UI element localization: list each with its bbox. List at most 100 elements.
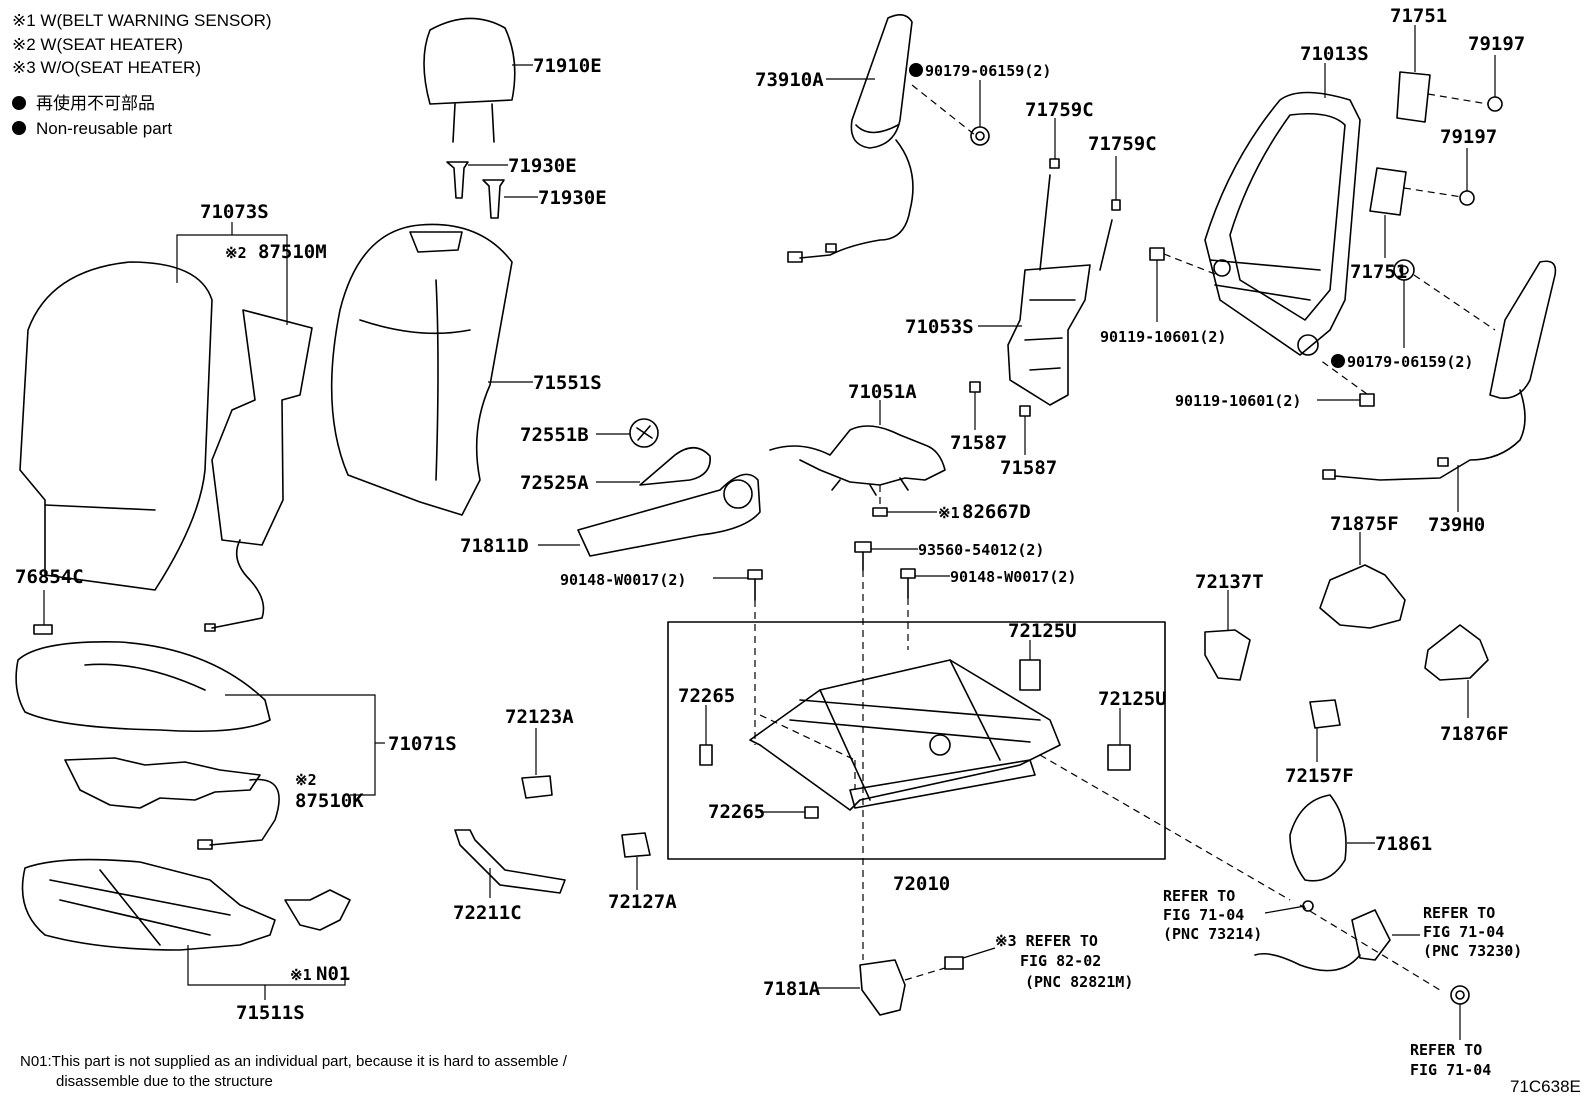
legend-non-reusable-en: Non-reusable part <box>36 119 172 138</box>
label-71551S: 71551S <box>533 372 602 394</box>
bolt-93560-drawing <box>854 541 918 960</box>
bracket-7181A-drawing <box>818 947 996 1016</box>
label-79197-upper: 79197 <box>1468 33 1525 55</box>
non-reusable-dot-icon <box>12 121 26 135</box>
svg-text:(PNC 73214): (PNC 73214) <box>1163 925 1262 943</box>
legend: ※1 W(BELT WARNING SENSOR) ※2 W(SEAT HEAT… <box>12 11 272 138</box>
label-72157F: 72157F <box>1285 765 1354 787</box>
label-71051A: 71051A <box>848 381 917 403</box>
non-reusable-dot-icon <box>1331 354 1345 368</box>
label-90179-lower: 90179-06159(2) <box>1347 353 1473 371</box>
ref-73214: REFER TO FIG 71-04 (PNC 73214) <box>1163 887 1314 943</box>
label-90148-right: 90148-W0017(2) <box>950 568 1076 586</box>
label-72137T: 72137T <box>1195 571 1264 593</box>
svg-text:FIG 82-02: FIG 82-02 <box>1020 952 1101 970</box>
recliner-cover-drawing <box>538 418 761 557</box>
footnote-line-1: N01:This part is not supplied as an indi… <box>20 1053 568 1070</box>
bolt-90148-left-drawing <box>713 569 763 745</box>
nut-90179-lower-drawing <box>1393 259 1496 348</box>
svg-text:REFER TO: REFER TO <box>1423 904 1495 922</box>
label-93560: 93560-54012(2) <box>918 541 1044 559</box>
seatback-frame-drawing <box>1204 63 1361 356</box>
non-reusable-dot-icon <box>909 63 923 77</box>
wire-harness-71051A-drawing <box>769 400 946 517</box>
seat-cushion-pad-drawing <box>21 858 351 1000</box>
seat-heater-back-drawing <box>204 309 313 632</box>
ref-73230: REFER TO FIG 71-04 (PNC 73230) <box>1254 904 1522 972</box>
non-reusable-dot-icon <box>12 96 26 110</box>
bolt-90119-drawing <box>1149 247 1375 407</box>
label-71013S: 71013S <box>1300 43 1369 65</box>
label-72125U-upper: 72125U <box>1008 620 1077 642</box>
label-82667D: 82667D <box>962 501 1031 523</box>
label-71053S: 71053S <box>905 316 974 338</box>
bolt-90148-right-drawing <box>900 568 950 650</box>
legend-non-reusable-jp: 再使用不可部品 <box>36 93 155 113</box>
label-71751-lower: 71751 <box>1350 261 1407 283</box>
label-79197-lower: 79197 <box>1440 126 1497 148</box>
small-parts-center-drawing <box>454 728 651 898</box>
label-76854C: 76854C <box>15 566 84 588</box>
label-87510M-mark: ※2 <box>225 244 247 262</box>
clip-76854C-drawing <box>33 590 53 635</box>
label-90119-lower: 90119-10601(2) <box>1175 392 1301 410</box>
seat-heater-cushion-drawing <box>64 757 280 850</box>
label-72123A: 72123A <box>505 706 574 728</box>
label-71910E: 71910E <box>533 55 602 77</box>
footnote-line-2: disassemble due to the structure <box>56 1073 273 1090</box>
lumbar-support-drawing <box>978 118 1121 406</box>
label-72525A: 72525A <box>520 472 589 494</box>
seatback-pad-drawing <box>330 223 533 516</box>
frame-pad-71751-drawing <box>1369 25 1503 258</box>
seatback-cover-drawing <box>19 222 288 591</box>
svg-text:REFER TO: REFER TO <box>1163 887 1235 905</box>
ref-fig-71-04: REFER TO FIG 71-04 <box>1410 985 1491 1079</box>
side-airbag-739H0-drawing <box>1322 260 1557 512</box>
label-71930E-lower: 71930E <box>538 187 607 209</box>
label-72127A: 72127A <box>608 891 677 913</box>
small-parts-right-drawing <box>1204 532 1489 882</box>
label-N01-mark: ※1 <box>290 966 312 984</box>
label-90148-left: 90148-W0017(2) <box>560 571 686 589</box>
svg-text:FIG 71-04: FIG 71-04 <box>1423 923 1504 941</box>
label-72211C: 72211C <box>453 902 522 924</box>
label-71930E-upper: 71930E <box>508 155 577 177</box>
label-71861: 71861 <box>1375 833 1432 855</box>
label-72265-upper: 72265 <box>678 685 735 707</box>
clip-71587-drawing <box>969 381 1031 455</box>
label-72010: 72010 <box>893 873 950 895</box>
svg-text:(PNC 73230): (PNC 73230) <box>1423 942 1522 960</box>
label-87510M: 87510M <box>258 241 327 263</box>
label-71751-upper: 71751 <box>1390 5 1447 27</box>
legend-note-2: ※2 W(SEAT HEATER) <box>12 35 183 54</box>
label-71071S: 71071S <box>388 733 457 755</box>
label-71587-right: 71587 <box>1000 457 1057 479</box>
label-90119-upper: 90119-10601(2) <box>1100 328 1226 346</box>
label-71875F: 71875F <box>1330 513 1399 535</box>
label-7181A: 7181A <box>763 978 821 1000</box>
headrest-drawing <box>423 17 538 219</box>
svg-text:※3 REFER TO: ※3 REFER TO <box>995 932 1098 950</box>
svg-text:FIG 71-04: FIG 71-04 <box>1410 1061 1491 1079</box>
label-71811D: 71811D <box>460 535 529 557</box>
label-71073S: 71073S <box>200 201 269 223</box>
label-71511S: 71511S <box>236 1002 305 1024</box>
label-71759C-right: 71759C <box>1088 133 1157 155</box>
label-87510K: 87510K <box>295 790 364 812</box>
label-82667D-mark: ※1 <box>938 504 960 522</box>
ref-82821M: ※3 REFER TO FIG 82-02 (PNC 82821M) <box>995 932 1133 991</box>
label-73910A: 73910A <box>755 69 824 91</box>
label-N01: N01 <box>316 963 350 985</box>
label-71759C-left: 71759C <box>1025 99 1094 121</box>
label-72551B: 72551B <box>520 424 589 446</box>
label-739H0: 739H0 <box>1428 514 1485 536</box>
label-90179-upper: 90179-06159(2) <box>925 62 1051 80</box>
label-87510K-mark: ※2 <box>295 771 317 789</box>
svg-text:(PNC 82821M): (PNC 82821M) <box>1025 973 1133 991</box>
seat-track-drawing <box>667 621 1441 991</box>
label-72265-lower: 72265 <box>708 801 765 823</box>
legend-note-3: ※3 W/O(SEAT HEATER) <box>12 58 201 77</box>
svg-text:FIG 71-04: FIG 71-04 <box>1163 906 1244 924</box>
figure-code: 71C638E <box>1510 1077 1581 1096</box>
